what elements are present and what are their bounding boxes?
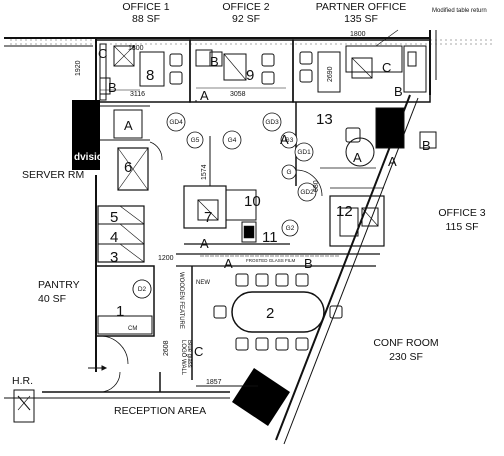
logo-wall-label: LOGO WALL (180, 340, 186, 376)
glass-band (176, 253, 380, 267)
server-room (72, 100, 150, 170)
glass-band-label: FROSTED GLASS FILM (246, 258, 296, 263)
reception-column (196, 368, 290, 426)
reception-name: RECEPTION AREA (114, 405, 206, 417)
blue-glass-label: Blue glass (186, 340, 192, 368)
partner-office-area: 135 SF (344, 13, 378, 25)
server-room-name: SERVER RM (22, 169, 84, 181)
letter-b-right: B (422, 138, 431, 153)
dim-3116: 3116 (130, 91, 145, 98)
central-workstations (183, 136, 290, 245)
office-1-name: OFFICE 1 (122, 1, 169, 13)
letter-c-partner: C (382, 60, 391, 75)
item-5: 5 (110, 209, 118, 226)
dim-1857: 1857 (206, 379, 222, 386)
column-grid-lines (10, 39, 495, 45)
office-3-area: 115 SF (445, 221, 478, 233)
new-label: NEW (196, 280, 210, 286)
dim-680: 680 (313, 180, 320, 192)
cm-label: CM (128, 326, 137, 332)
tag-g: G (286, 169, 291, 176)
item-7: 7 (204, 209, 212, 226)
dim-3058: 3058 (230, 91, 246, 98)
item-1: 1 (116, 303, 124, 320)
item-11: 11 (262, 229, 278, 246)
hr-name: H.R. (12, 375, 33, 387)
letter-b-partner: B (394, 84, 403, 99)
dim-2608: 2608 (163, 340, 170, 356)
office-2-area: 92 SF (232, 13, 260, 25)
item-13: 13 (316, 111, 333, 128)
pantry-area: 40 SF (38, 293, 66, 305)
letter-c-office1: C (98, 46, 107, 61)
modified-table-note: Modified table return (432, 8, 487, 14)
dim-1800-partner: 1800 (350, 31, 366, 38)
item-3: 3 (110, 249, 118, 266)
tag-g3: G3 (285, 137, 294, 144)
wooden-feature-label: WOODEN FEATURE (178, 272, 184, 329)
office-3-area (329, 187, 385, 247)
item-2: 2 (266, 305, 274, 322)
dim-2690: 2690 (327, 66, 334, 82)
item-8: 8 (146, 67, 154, 84)
conf-room-area: 230 SF (389, 351, 423, 363)
tag-g4: G4 (228, 137, 237, 144)
tag-g2: G2 (286, 225, 295, 232)
item-9: 9 (246, 67, 254, 84)
letter-a-room13: A (353, 150, 362, 165)
letter-a-room13-door: A (280, 132, 289, 147)
tag-gd4: GD4 (169, 119, 183, 126)
dim-1800-office1: 1800 (128, 45, 144, 52)
conf-room-name: CONF ROOM (373, 337, 438, 349)
conference-room (191, 266, 343, 380)
tag-gd3: GD3 (265, 119, 279, 126)
entrance (13, 365, 121, 423)
storage-6 (117, 141, 163, 191)
watermark: dvision (74, 152, 109, 163)
item-6: 6 (124, 159, 132, 176)
office-2-name: OFFICE 2 (222, 1, 269, 13)
partner-office (292, 29, 431, 103)
item-4: 4 (110, 229, 118, 246)
dim-1200: 1200 (158, 255, 174, 262)
letter-c-logo: C (194, 344, 203, 359)
room-13 (295, 102, 437, 197)
letter-a-band: A (224, 256, 233, 271)
tag-d2: D2 (138, 286, 147, 293)
letter-a-server2: A (388, 154, 397, 169)
letter-b-office2: B (210, 54, 219, 69)
partner-office-name: PARTNER OFFICE (316, 1, 407, 13)
dim-1574: 1574 (201, 164, 208, 180)
pantry-name: PANTRY (38, 279, 80, 291)
tag-gd2: GD2 (300, 189, 314, 196)
tag-gd1: GD1 (297, 149, 311, 156)
item-10: 10 (244, 193, 261, 210)
letter-a-item10: A (200, 236, 209, 251)
office-3-name: OFFICE 3 (438, 207, 485, 219)
letter-b-band: B (304, 256, 313, 271)
office-1-area: 88 SF (132, 13, 160, 25)
letter-a-server: A (124, 118, 133, 133)
item-12: 12 (336, 203, 353, 220)
letter-b-office1: B (108, 80, 117, 95)
dim-1920: 1920 (75, 60, 82, 76)
tag-circles (132, 112, 317, 299)
tag-g5: G5 (191, 137, 200, 144)
cabinet-stack (97, 205, 145, 263)
letter-a-office2: A (200, 88, 209, 103)
